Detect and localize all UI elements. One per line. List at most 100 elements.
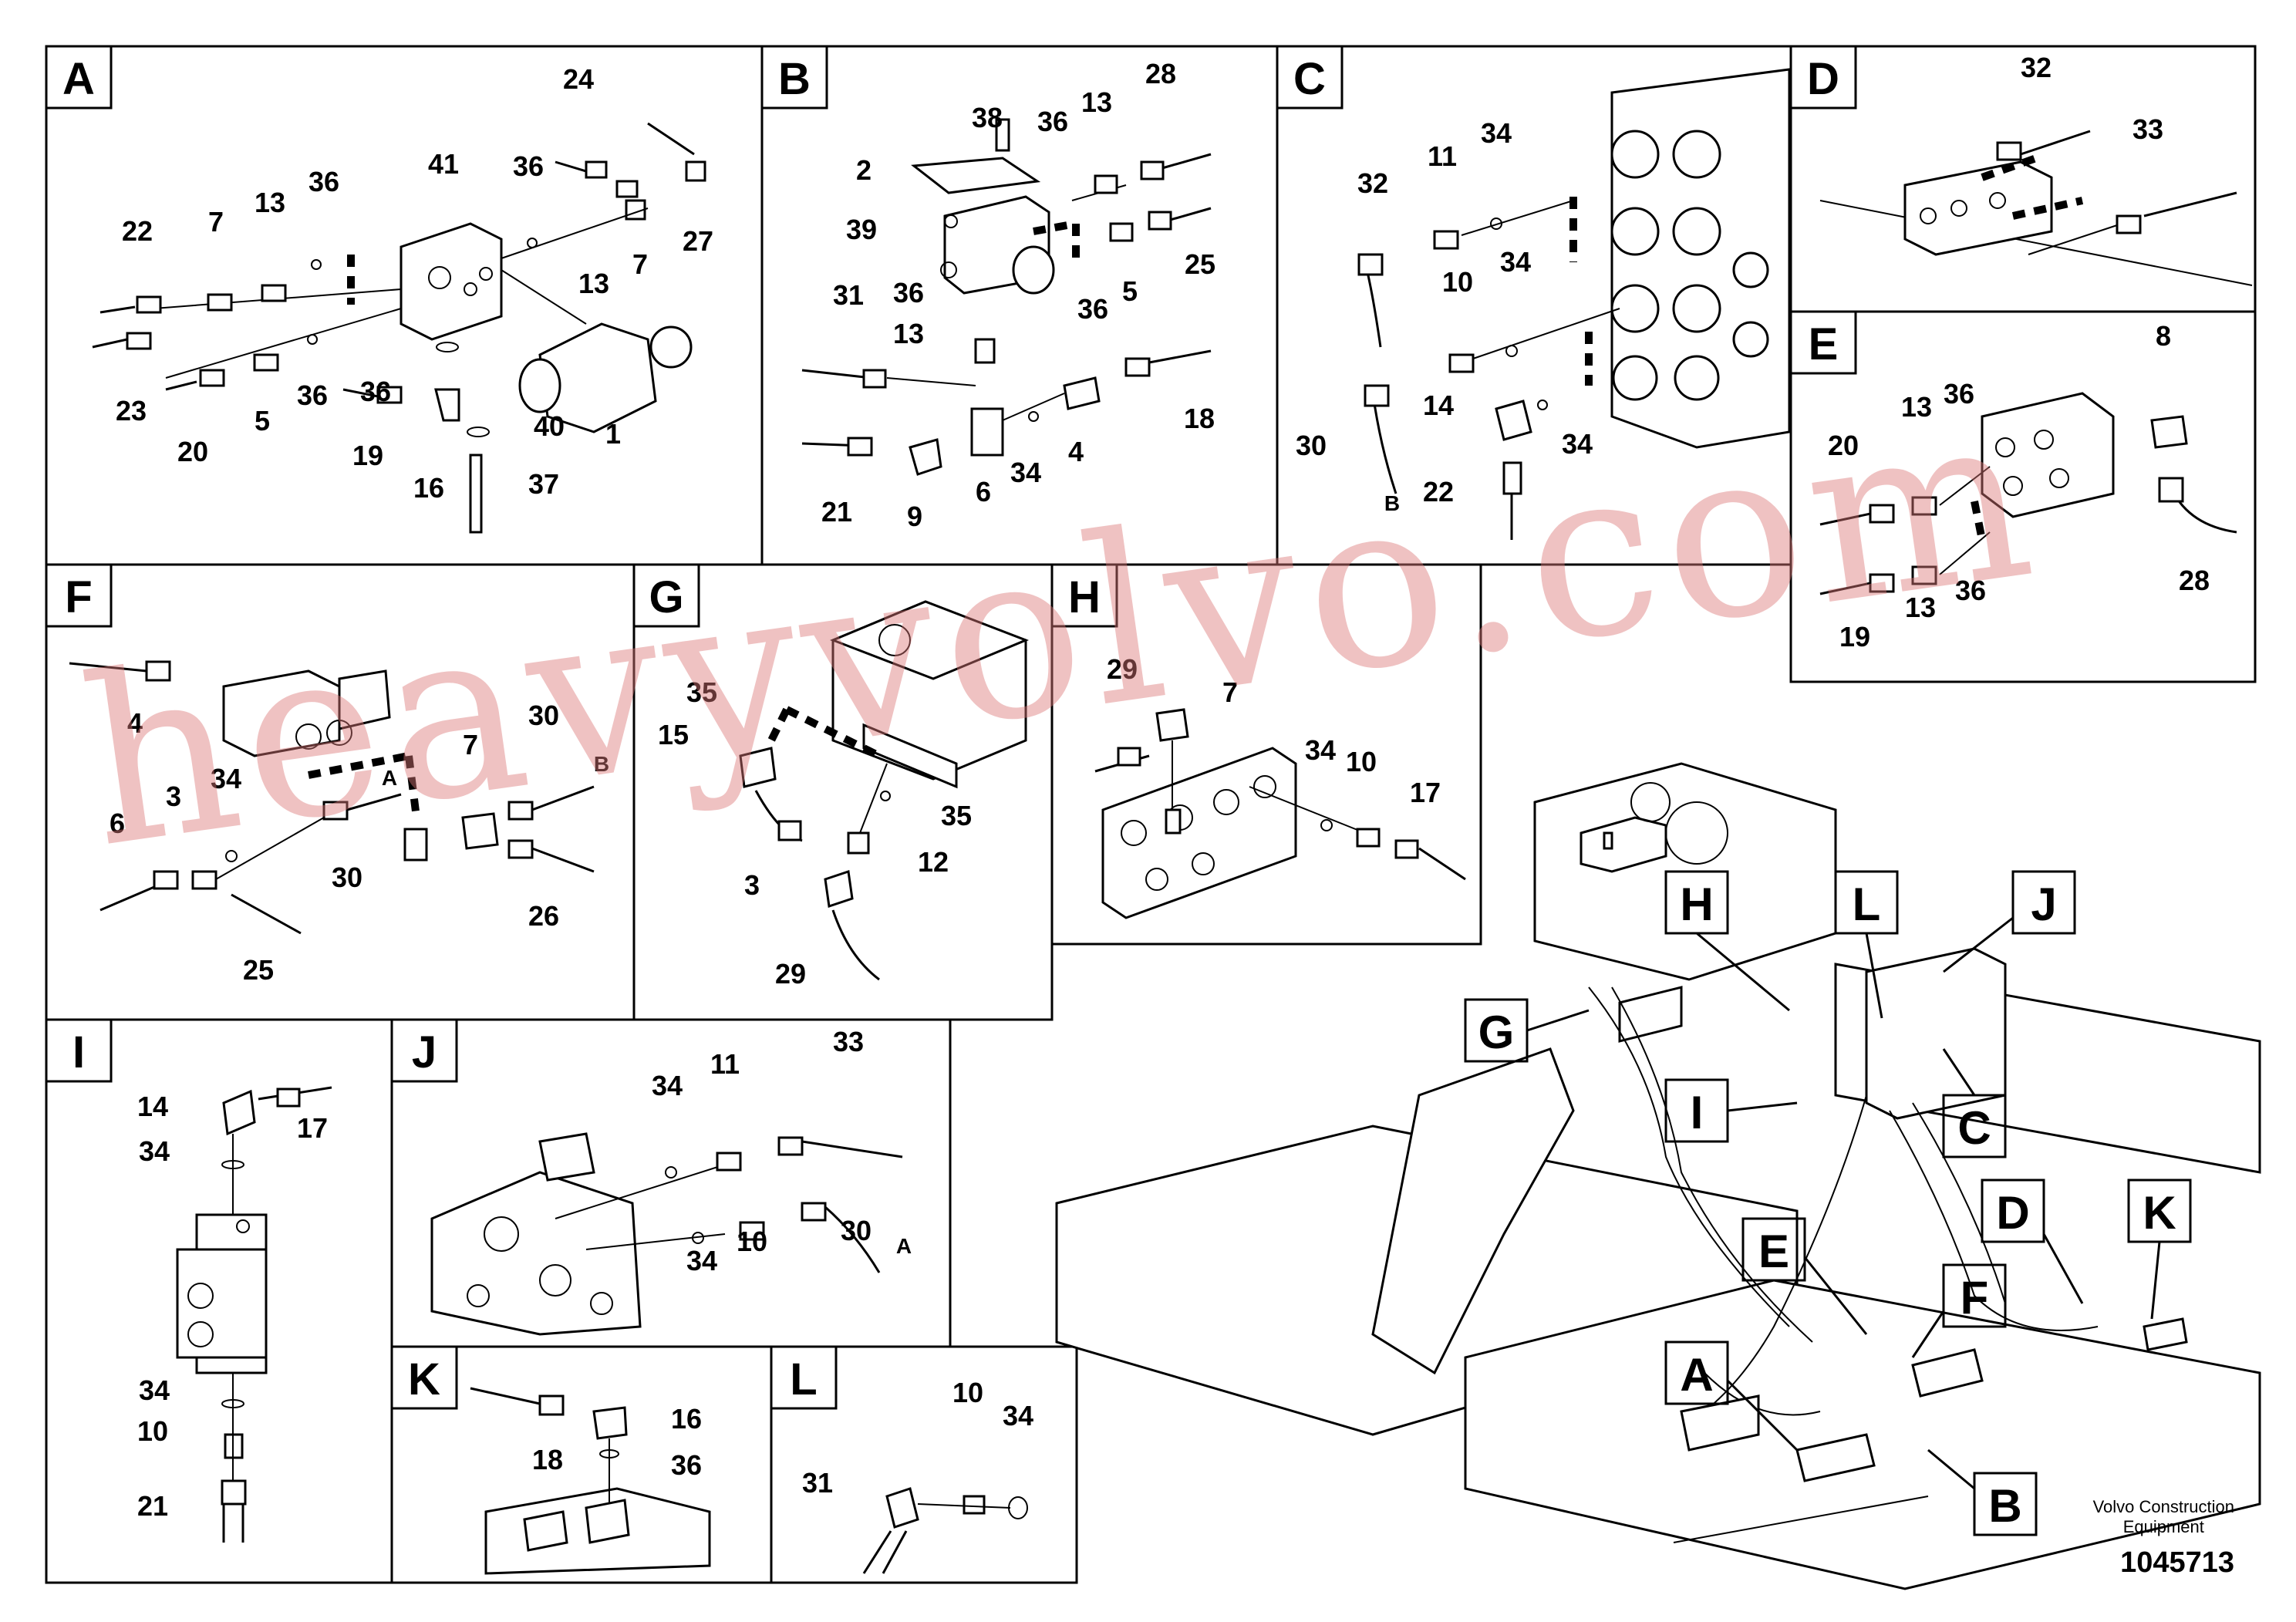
panel-l-drawing <box>862 1487 1028 1574</box>
svg-text:B: B <box>1988 1480 2021 1532</box>
callout-a-11: 20 <box>177 436 208 467</box>
callout-c-3: 34 <box>1500 246 1531 278</box>
callout-e-4: 28 <box>2179 565 2210 596</box>
callout-a-19: 1 <box>605 418 621 450</box>
callout-b-1: 36 <box>1037 106 1068 137</box>
overview-label-b: B <box>1973 1472 2038 1536</box>
callout-c-6: 34 <box>1562 428 1593 460</box>
callout-k-1: 18 <box>532 1444 563 1475</box>
panel-letter-e: E <box>1789 310 1857 375</box>
svg-text:I: I <box>1691 1087 1704 1138</box>
svg-text:H: H <box>1068 572 1101 622</box>
panel-letter-a: A <box>45 45 113 110</box>
svg-text:J: J <box>2031 878 2056 930</box>
callout-g-3: 12 <box>918 846 949 878</box>
panel-f-drawing <box>69 660 595 935</box>
svg-text:B: B <box>778 54 811 104</box>
callout-b-12: 18 <box>1184 403 1215 434</box>
overview-label-c: C <box>1942 1094 2007 1158</box>
callout-c-7: 30 <box>1296 430 1327 461</box>
callout-l-0: 10 <box>952 1377 983 1408</box>
callout-a-12: 5 <box>255 405 270 437</box>
panel-g-drawing <box>739 600 1030 981</box>
svg-text:F: F <box>1961 1272 1989 1324</box>
callout-f-2: 3 <box>166 781 181 812</box>
callout-f-7: 30 <box>332 862 362 893</box>
overview-label-f: F <box>1942 1263 2007 1328</box>
brand-line-1: Volvo Construction <box>2092 1497 2234 1516</box>
callout-h-0: 29 <box>1107 653 1138 685</box>
panel-letter-k: K <box>390 1345 458 1410</box>
callout-a-4: 7 <box>208 206 224 238</box>
callout-g-2: 35 <box>941 800 972 831</box>
svg-text:D: D <box>1807 54 1839 104</box>
callout-b-0: 38 <box>972 102 1003 133</box>
callout-i-4: 10 <box>137 1415 168 1447</box>
panel-c-drawing <box>1357 68 1791 540</box>
svg-text:D: D <box>1996 1187 2029 1239</box>
callout-b-11: 13 <box>893 318 924 349</box>
callout-l-2: 31 <box>802 1467 833 1499</box>
svg-text:K: K <box>408 1354 440 1404</box>
callout-d-0: 32 <box>2021 52 2052 83</box>
svg-text:F: F <box>65 572 92 622</box>
callout-b-6: 25 <box>1185 248 1215 280</box>
callout-j-3: 34 <box>686 1245 717 1276</box>
callout-e-0: 8 <box>2156 320 2171 352</box>
callout-a-14: 36 <box>360 376 391 407</box>
svg-text:E: E <box>1758 1226 1789 1277</box>
callout-f-3: 30 <box>528 700 559 731</box>
callout-a-16: 16 <box>413 472 444 504</box>
callout-l-1: 34 <box>1003 1400 1033 1431</box>
callout-f-8: 6 <box>110 808 125 839</box>
panel-e-frame <box>1789 310 2257 683</box>
callout-c-2: 32 <box>1357 167 1388 199</box>
callout-f-5: B <box>594 752 609 776</box>
callout-c-5: 14 <box>1423 389 1454 421</box>
overview-label-a: A <box>1664 1340 1729 1405</box>
callout-a-6: 36 <box>308 166 339 197</box>
panel-letter-c: C <box>1276 45 1344 110</box>
callout-f-6: A <box>382 766 397 790</box>
panel-k-drawing <box>470 1387 711 1575</box>
callout-a-7: 27 <box>683 225 713 257</box>
callout-f-10: 25 <box>243 954 274 986</box>
callout-e-2: 13 <box>1901 391 1932 423</box>
callout-a-17: 40 <box>534 410 565 442</box>
callout-j-4: 10 <box>737 1226 767 1257</box>
callout-e-5: 36 <box>1955 575 1986 606</box>
callout-h-3: 10 <box>1346 746 1377 777</box>
callout-e-3: 20 <box>1828 430 1859 461</box>
callout-f-0: 4 <box>127 707 143 739</box>
svg-text:A: A <box>1680 1349 1713 1401</box>
callout-c-8: 22 <box>1423 476 1454 508</box>
callout-c-4: 10 <box>1442 266 1473 298</box>
callout-c-0: 34 <box>1481 117 1512 149</box>
overview-label-l: L <box>1834 870 1899 935</box>
callout-i-0: 14 <box>137 1091 168 1122</box>
callout-b-4: 2 <box>856 154 872 186</box>
callout-e-1: 36 <box>1944 378 1974 410</box>
callout-a-10: 23 <box>116 395 147 427</box>
callout-a-5: 13 <box>255 187 285 218</box>
svg-text:L: L <box>1853 878 1881 930</box>
svg-text:J: J <box>412 1027 437 1077</box>
callout-e-6: 13 <box>1905 592 1936 623</box>
panel-h-drawing <box>1094 708 1466 919</box>
panel-letter-h: H <box>1050 563 1118 628</box>
overview-label-e: E <box>1741 1217 1806 1282</box>
callout-a-1: 41 <box>428 148 459 180</box>
svg-text:G: G <box>649 572 683 622</box>
overview-label-h: H <box>1664 870 1729 935</box>
callout-b-13: 4 <box>1068 436 1084 467</box>
svg-text:L: L <box>790 1354 817 1404</box>
callout-b-9: 31 <box>833 279 864 311</box>
callout-b-5: 39 <box>846 214 877 245</box>
callout-f-1: 34 <box>211 763 241 794</box>
callout-b-3: 28 <box>1145 58 1176 89</box>
callout-a-9: 13 <box>578 268 609 299</box>
callout-f-4: 7 <box>463 729 478 760</box>
panel-letter-g: G <box>632 563 700 628</box>
callout-j-0: 33 <box>833 1026 864 1057</box>
panel-e-drawing <box>1819 392 2237 595</box>
